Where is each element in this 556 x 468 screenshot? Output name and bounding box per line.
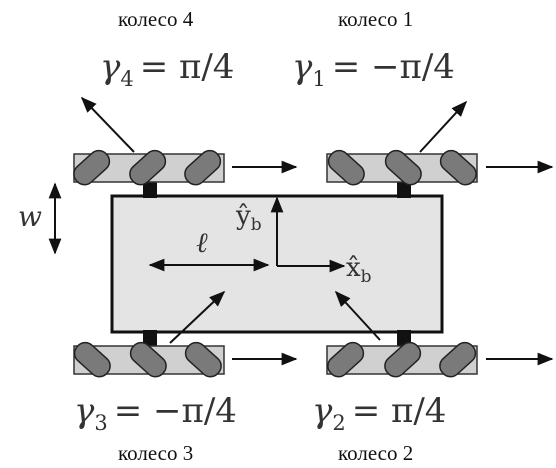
roller-arrow-wheel-3 [169,290,226,344]
wheel-4 [73,149,225,186]
width-symbol: w [18,200,42,233]
wheel-2-gamma-sub: 2 [332,411,345,435]
wheel-4-angle-value: = π/4 [140,47,235,87]
wheel-3-gamma-sub: 3 [94,411,107,435]
wheel-3 [73,341,225,378]
x-axis-symbol: x̂ [346,253,361,283]
wheel-4-name: колесо 4 [118,7,194,31]
y-axis-label: ŷb [235,201,262,235]
roller-arrow-wheel-1 [419,100,468,153]
x-axis-subscript: b [361,267,372,287]
wheel-4-angle: γ4 = π/4 [100,47,234,91]
wheel-1 [326,149,478,186]
wheel-1-angle-value: = −π/4 [332,47,455,87]
wheel-2 [326,341,478,378]
wheel-3-name: колесо 3 [118,441,193,465]
axle-wheel-4 [143,180,157,198]
wheel-1-name: колесо 1 [338,7,413,31]
wheel-4-gamma: γ [100,47,121,87]
wheel-3-gamma: γ [74,391,95,431]
wheel-4-gamma-sub: 4 [120,67,133,91]
wheel-2-angle: γ2 = π/4 [312,391,446,435]
y-axis-symbol: ŷ [235,201,251,231]
roller-arrow-wheel-2 [334,290,381,341]
wheel-2-angle-value: = π/4 [352,391,447,431]
wheel-1-gamma: γ [292,47,313,87]
y-axis-subscript: b [251,215,262,235]
wheel-2-name: колесо 2 [338,441,413,465]
wheel-2-gamma: γ [312,391,333,431]
length-symbol: ℓ [196,226,208,259]
wheel-1-angle: γ1 = −π/4 [292,47,455,91]
wheel-3-angle: γ3 = −π/4 [74,391,237,435]
wheel-3-angle-value: = −π/4 [114,391,237,431]
wheel-1-gamma-sub: 1 [312,67,325,91]
x-axis-label: x̂b [346,253,372,287]
roller-arrow-wheel-4 [80,96,135,153]
